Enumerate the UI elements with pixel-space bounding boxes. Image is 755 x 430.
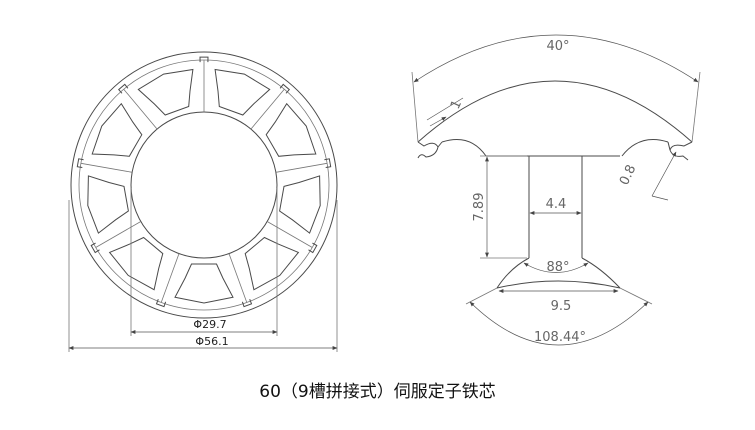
tooth-length-label: 7.89 [472,193,487,222]
shoe-arc-angle-dimension [469,301,649,346]
outer-notch [279,83,291,94]
outer-notch [76,158,84,168]
outer-notch [155,299,167,308]
segment-joint-line [160,253,180,303]
left-joint-nub [417,141,439,159]
small-dim-arrow [429,116,447,127]
stator-slot [108,236,164,291]
segment-joint-line [95,221,141,248]
yoke-inner-arc-right [621,139,669,157]
shoe-angle-dimension [523,262,589,273]
inner-diameter-label: Φ29.7 [193,318,226,331]
stator-slot [265,102,317,157]
segment-joint-line [228,253,248,303]
shoe-chord-label: 9.5 [551,299,572,314]
segment-joint-line [80,162,133,173]
segment-view: 40° 1 0.8 7.89 4.4 88° 9.5 108.44° [411,34,701,346]
outer-notch [117,83,129,94]
shoe-arc-ext-left [465,287,498,305]
segment-joint-line [275,162,328,173]
stator-slot [244,236,300,291]
notch-leader [651,151,677,197]
stator-inner-circle [130,111,278,259]
small-dim-label: 1 [448,98,465,112]
arc-ext-right [691,71,701,143]
outer-notch [90,242,100,254]
arc-angle-label: 40° [546,39,569,54]
segment-joint-line [123,88,158,130]
stator-slot [91,102,143,157]
drawing-caption: 60（9槽拼接式）伺服定子铁芯 [259,382,496,402]
outer-notch [324,158,332,168]
stator-slot [174,263,234,304]
stator-outer-circle [70,51,338,319]
arc-ext-left [411,71,419,143]
outer-diameter-label: Φ56.1 [195,335,228,348]
yoke-inner-arc-left [441,139,487,157]
segment-joint-line [250,88,285,130]
stator-slot [214,68,271,116]
shoe-face-arc [496,280,621,289]
stator-slot [279,175,321,234]
shoe-angle-label: 88° [546,260,569,275]
notch-leader-tail [651,195,669,201]
right-joint-link [667,141,671,151]
outer-notches [76,56,332,308]
outer-notch [308,242,318,254]
stator-slots [78,59,330,311]
segment-joint-line [267,221,313,248]
shoe-arc-angle-label: 108.44° [534,330,586,345]
shoe-left-flank [496,257,530,289]
stator-slot [137,68,194,116]
stator-slot [87,175,129,234]
notch-label: 0.8 [617,163,639,188]
yoke-inner-circle [78,59,330,311]
stator-view: Φ29.7 Φ56.1 [68,51,338,352]
outer-notch [199,56,209,63]
outer-notch [241,299,253,308]
left-joint-link [437,141,443,148]
shoe-right-flank [581,257,621,289]
arc-angle-dimension [413,34,699,83]
tooth-width-label: 4.4 [546,197,567,212]
small-dim-leader [426,97,464,121]
shoe-arc-ext-right [619,287,653,305]
